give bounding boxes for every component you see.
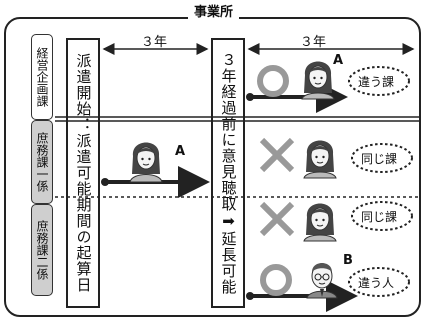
establishment-title: 事業所	[0, 1, 427, 20]
person-a-label: A	[175, 144, 186, 159]
bubble-different-section-text: 違う課	[358, 75, 395, 89]
bubble-different-person	[348, 267, 410, 297]
ok-mark	[257, 65, 289, 97]
ok-mark	[260, 264, 292, 296]
person-a-label: A	[333, 53, 344, 68]
ng-mark	[259, 137, 295, 173]
dispatch-start-box: 派遣開始：派遣可能期間の起算日	[66, 38, 100, 308]
person-a-avatar	[303, 203, 337, 242]
person-a-avatar	[301, 61, 335, 100]
person-a-avatar	[303, 140, 337, 179]
opinion-hearing-box: ３年経過前に意見聴取➡延長可能	[211, 38, 245, 308]
person-b-label: B	[343, 253, 353, 268]
bubble-different-person-text: 違う人	[358, 276, 395, 290]
person-a-avatar	[129, 142, 163, 183]
bubble-same-section	[351, 201, 413, 231]
dept-general-2: 庶務課二係	[31, 204, 53, 296]
ng-mark	[259, 201, 295, 237]
bubble-different-section	[348, 66, 410, 96]
bubble-same-section	[351, 143, 413, 173]
dept-planning: 経営企画課	[31, 34, 53, 120]
dept-general-1: 庶務課一係	[31, 120, 53, 204]
bubble-same-section-text: 同じ課	[361, 210, 398, 224]
bubble-same-section-text: 同じ課	[361, 152, 398, 166]
person-b-avatar	[306, 263, 338, 299]
